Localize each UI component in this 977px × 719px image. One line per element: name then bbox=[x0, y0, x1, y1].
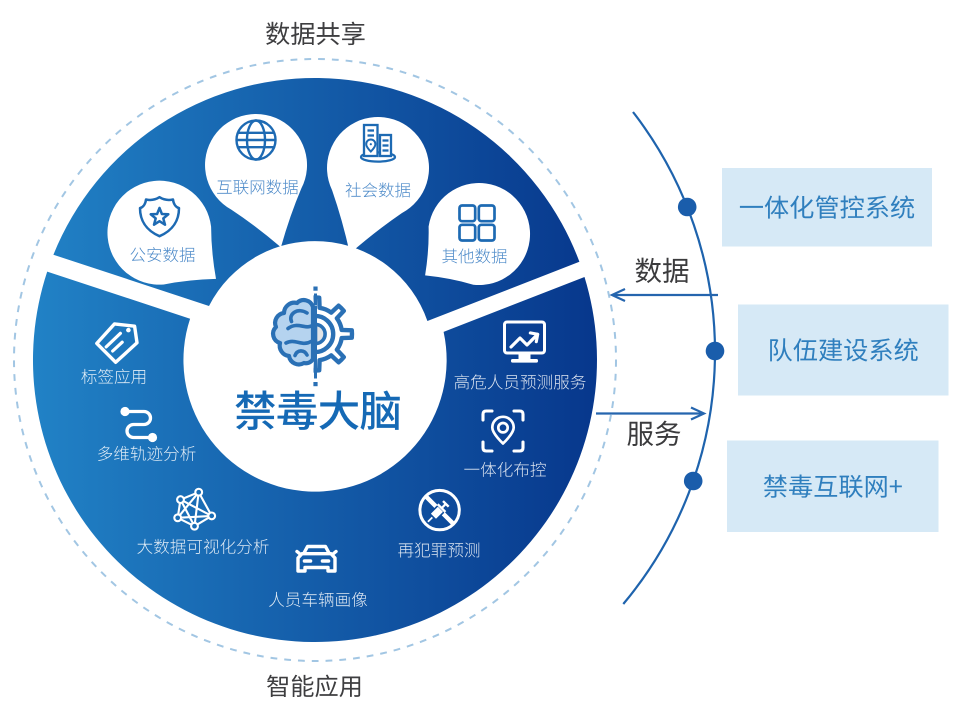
balloon-buildings bbox=[327, 116, 430, 254]
globe-icon bbox=[235, 119, 277, 161]
center-title bbox=[235, 390, 400, 431]
network-graph-icon bbox=[173, 487, 217, 531]
system-box-3 bbox=[727, 440, 939, 532]
trajectory-icon bbox=[120, 406, 158, 443]
label-data-flow bbox=[635, 257, 689, 284]
tag-icon bbox=[95, 322, 139, 364]
title-applications bbox=[267, 674, 361, 698]
brain-gear-icon bbox=[253, 286, 355, 387]
title-data-sharing bbox=[266, 21, 365, 46]
pin-crosshair-icon bbox=[481, 409, 525, 453]
arc-dot-2 bbox=[705, 341, 725, 361]
grid-squares-icon bbox=[458, 204, 496, 242]
arrow-data-in bbox=[609, 288, 718, 302]
system-box-2 bbox=[738, 304, 949, 396]
monitor-chart-icon bbox=[503, 320, 546, 363]
outer-dashed-ring bbox=[13, 58, 617, 662]
no-syringe-icon bbox=[418, 488, 461, 532]
right-arc bbox=[622, 111, 717, 605]
shield-star-icon bbox=[138, 195, 181, 238]
car-icon bbox=[295, 544, 338, 573]
buildings-icon bbox=[359, 123, 397, 163]
label-service-flow bbox=[627, 420, 681, 447]
arc-dot-1 bbox=[677, 197, 697, 217]
arrow-service-out bbox=[596, 406, 707, 421]
arc-dot-3 bbox=[683, 471, 703, 491]
balloon-shield bbox=[107, 180, 216, 285]
